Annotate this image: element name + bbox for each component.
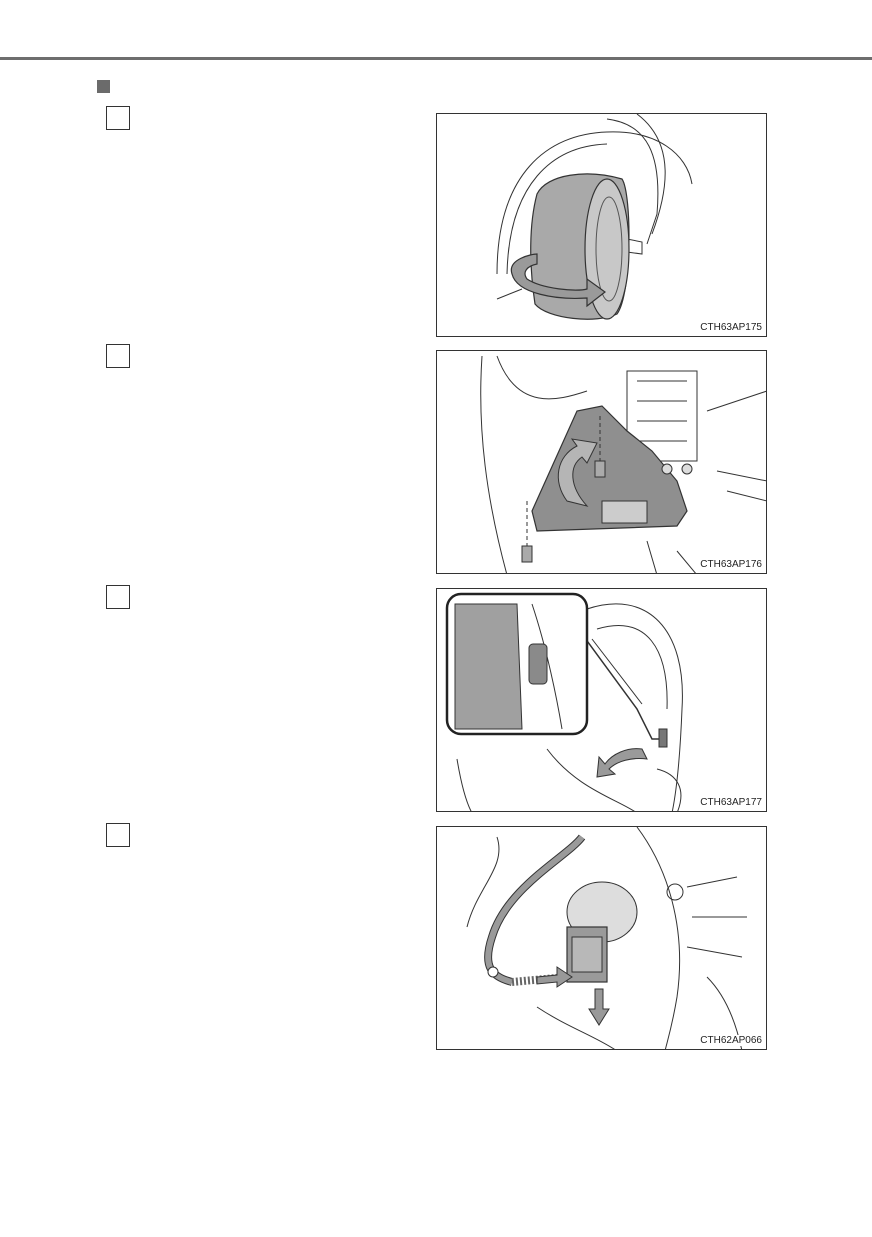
- cover-removal-icon: [480, 355, 766, 573]
- step-3-box: [106, 585, 130, 609]
- connector-disconnect-icon: [466, 827, 747, 1049]
- figure-2: CTH63AP176: [436, 350, 767, 574]
- tire-turn-icon: [496, 114, 693, 320]
- step-2-box: [106, 344, 130, 368]
- figure-code: CTH63AP177: [700, 797, 762, 808]
- figure-1: CTH63AP175: [436, 113, 767, 337]
- section-bullet-icon: [97, 80, 110, 93]
- figure-code: CTH63AP176: [700, 559, 762, 570]
- figure-4: CTH62AP066: [436, 826, 767, 1050]
- step-4-box: [106, 823, 130, 847]
- figure-code: CTH63AP175: [700, 322, 762, 333]
- step-1-box: [106, 106, 130, 130]
- figure-code: CTH62AP066: [700, 1035, 762, 1046]
- connector-access-icon: [445, 592, 683, 811]
- header-rule: [0, 57, 872, 60]
- figure-3: CTH63AP177: [436, 588, 767, 812]
